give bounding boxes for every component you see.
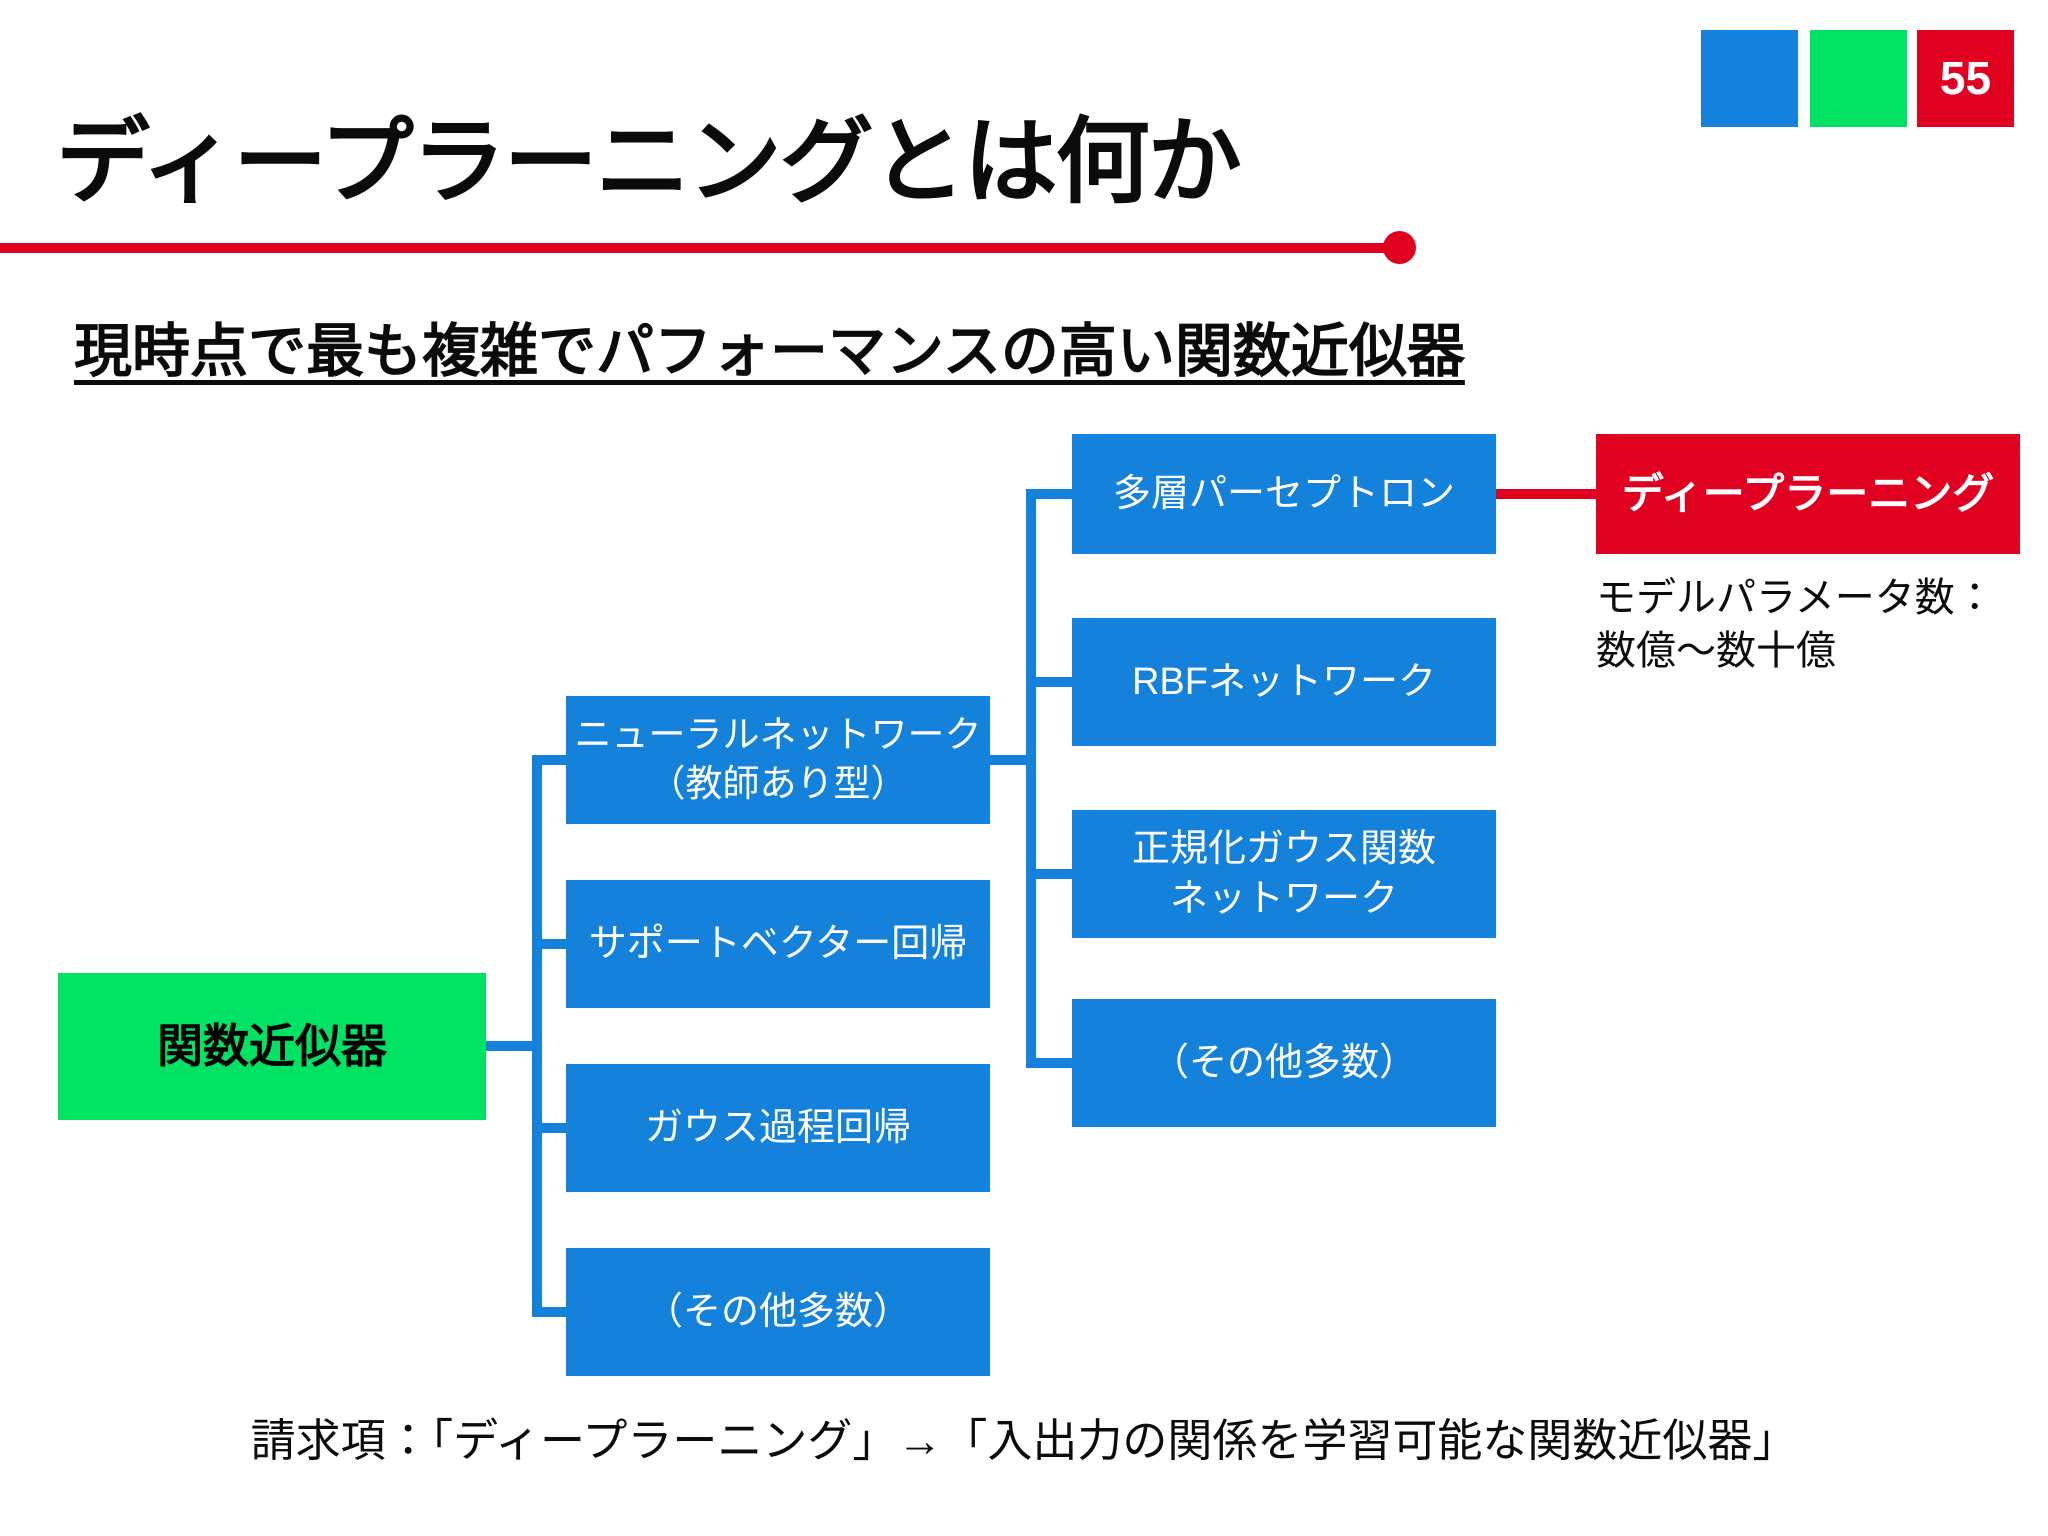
title-rule-end-dot (1383, 231, 1416, 264)
connector-branch-others1 (532, 1307, 566, 1317)
connector-branch-neural (532, 755, 566, 765)
node-normalized-gaussian-network-label-line2: ネットワーク (1169, 878, 1398, 920)
model-parameter-note-line2: 数億〜数十億 (1596, 629, 1836, 674)
slide-subtitle: 現時点で最も複雑でパフォーマンスの高い関数近似器 (74, 319, 1465, 384)
claim-note: 請求項：「ディープラーニング」→「入出力の関係を学習可能な関数近似器」 (250, 1415, 1798, 1466)
node-gaussian-process-regression-label: ガウス過程回帰 (644, 1106, 911, 1149)
node-normalized-gaussian-network: 正規化ガウス関数 ネットワーク (1072, 810, 1496, 938)
connector-right-trunk (1026, 489, 1036, 1068)
node-neural-network: ニューラルネットワーク （教師あり型） (566, 696, 990, 824)
node-others-level1: （その他多数） (566, 1248, 990, 1376)
page-number: 55 (1939, 52, 1992, 104)
connector-root-to-trunk (486, 1041, 542, 1051)
node-neural-network-label-line1: ニューラルネットワーク (574, 714, 982, 756)
connector-neural-to-trunk (990, 755, 1036, 765)
node-gaussian-process-regression: ガウス過程回帰 (566, 1064, 990, 1192)
node-multilayer-perceptron: 多層パーセプトロン (1072, 434, 1496, 554)
node-others-level1-label: （その他多数） (644, 1290, 911, 1333)
node-deep-learning-label: ディープラーニング (1621, 470, 1995, 518)
node-rbf-network: RBFネットワーク (1072, 618, 1496, 746)
connector-branch-ngf (1026, 869, 1072, 879)
connector-left-trunk (532, 755, 542, 1317)
node-function-approximator-label: 関数近似器 (157, 1020, 387, 1073)
connector-branch-svr (532, 939, 566, 949)
node-multilayer-perceptron-label: 多層パーセプトロン (1112, 472, 1455, 515)
node-function-approximator: 関数近似器 (58, 973, 486, 1120)
node-others-level2-label: （その他多数） (1150, 1041, 1417, 1084)
slide-title: ディープラーニングとは何か (56, 109, 1242, 214)
node-deep-learning: ディープラーニング (1596, 434, 2020, 554)
decor-blue-square (1701, 30, 1798, 127)
connector-branch-mlp (1026, 489, 1072, 499)
model-parameter-note-line1: モデルパラメータ数： (1596, 576, 1995, 620)
node-normalized-gaussian-network-label-line1: 正規化ガウス関数 (1131, 827, 1436, 870)
node-rbf-network-label: RBFネットワーク (1131, 660, 1436, 703)
title-underline-rule (0, 243, 1398, 253)
connector-branch-gp (532, 1123, 566, 1133)
connector-mlp-to-deep-learning (1496, 489, 1596, 499)
node-neural-network-label-line2: （教師あり型） (648, 763, 908, 804)
node-support-vector-regression-label: サポートベクター回帰 (588, 922, 968, 965)
node-support-vector-regression: サポートベクター回帰 (566, 880, 990, 1008)
connector-branch-others2 (1026, 1058, 1072, 1068)
connector-branch-rbf (1026, 677, 1072, 687)
decor-green-square (1810, 30, 1907, 127)
model-parameter-note: モデルパラメータ数： 数億〜数十億 (1596, 572, 1995, 678)
node-others-level2: （その他多数） (1072, 999, 1496, 1127)
decor-red-square-page-badge: 55 (1917, 30, 2014, 127)
